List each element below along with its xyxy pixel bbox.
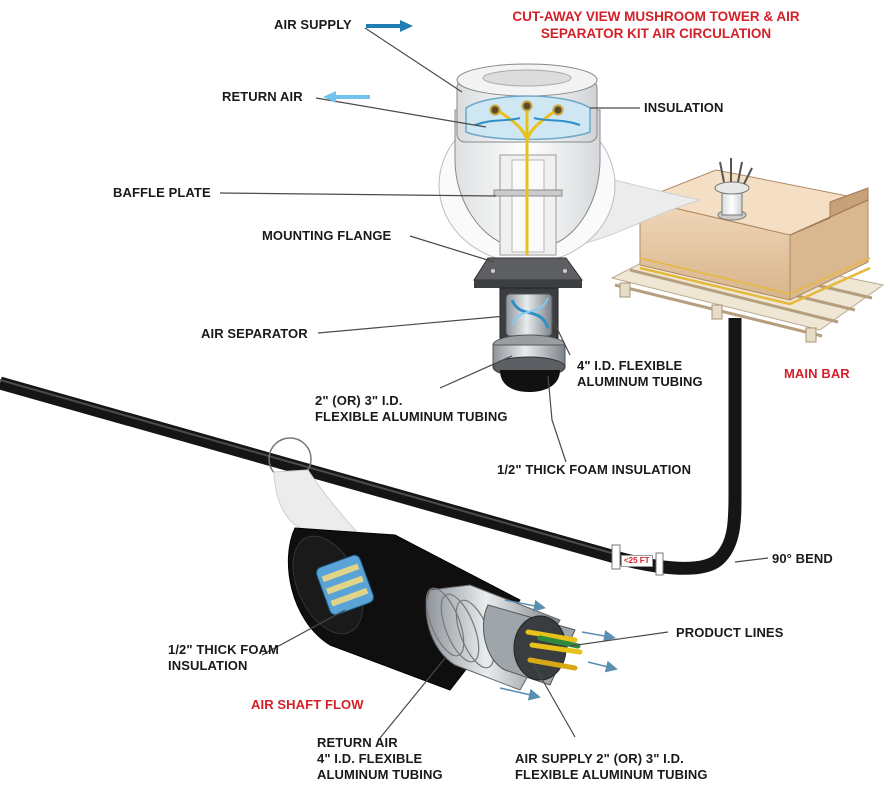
main-bar [610,158,885,343]
length-marker [611,544,664,576]
trunk-cutaway [268,437,618,701]
label-return-air: RETURN AIR [222,89,303,104]
length-tag: <25 FT [621,555,653,567]
mushroom-tower [454,63,601,256]
label-return-air-tubing: RETURN AIR 4" I.D. FLEXIBLE ALUMINUM TUB… [317,735,443,783]
label-insulation: INSULATION [644,100,724,115]
label-air-shaft-flow: AIR SHAFT FLOW [251,697,364,712]
label-product-lines: PRODUCT LINES [676,625,784,640]
label-90-bend: 90° BEND [772,551,833,566]
label-air-supply-tubing-line-2: FLEXIBLE ALUMINUM TUBING [515,767,708,782]
label-return-air-tubing-line-1: RETURN AIR [317,735,398,750]
label-air-supply-tubing: AIR SUPPLY 2" (OR) 3" I.D. FLEXIBLE ALUM… [515,751,708,783]
label-baffle-plate: BAFFLE PLATE [113,185,211,200]
label-air-separator: AIR SEPARATOR [201,326,308,341]
label-foam-insulation-callout: 1/2" THICK FOAM INSULATION [168,642,279,674]
label-2-3in-tubing-line-1: 2" (OR) 3" I.D. [315,393,403,408]
label-2-3in-tubing-line-2: FLEXIBLE ALUMINUM TUBING [315,409,508,424]
label-main-bar: MAIN BAR [784,366,850,381]
label-air-supply: AIR SUPPLY [274,17,352,32]
air-separator-assembly [473,257,583,392]
label-mounting-flange: MOUNTING FLANGE [262,228,392,243]
leader-lines [219,27,769,739]
label-4in-tubing-line-1: 4" I.D. FLEXIBLE [577,358,683,373]
trunk-line [0,318,742,575]
label-return-air-tubing-line-2: 4" I.D. FLEXIBLE [317,751,423,766]
label-2-3in-tubing: 2" (OR) 3" I.D. FLEXIBLE ALUMINUM TUBING [315,393,508,425]
label-return-air-tubing-line-3: ALUMINUM TUBING [317,767,443,782]
title-line-2: SEPARATOR KIT AIR CIRCULATION [540,26,772,41]
title-line-1: CUT-AWAY VIEW MUSHROOM TOWER & AIR [512,9,800,24]
air-supply-arrow [366,20,413,32]
return-air-arrow [323,91,370,103]
label-foam-insulation-callout-line-2: INSULATION [168,658,248,673]
label-4in-tubing: 4" I.D. FLEXIBLE ALUMINUM TUBING [577,358,703,390]
label-air-supply-tubing-line-1: AIR SUPPLY 2" (OR) 3" I.D. [515,751,684,766]
diagram-title: CUT-AWAY VIEW MUSHROOM TOWER & AIR SEPAR… [486,8,826,42]
label-foam-insulation: 1/2" THICK FOAM INSULATION [497,462,692,477]
label-4in-tubing-line-2: ALUMINUM TUBING [577,374,703,389]
label-foam-insulation-callout-line-1: 1/2" THICK FOAM [168,642,279,657]
